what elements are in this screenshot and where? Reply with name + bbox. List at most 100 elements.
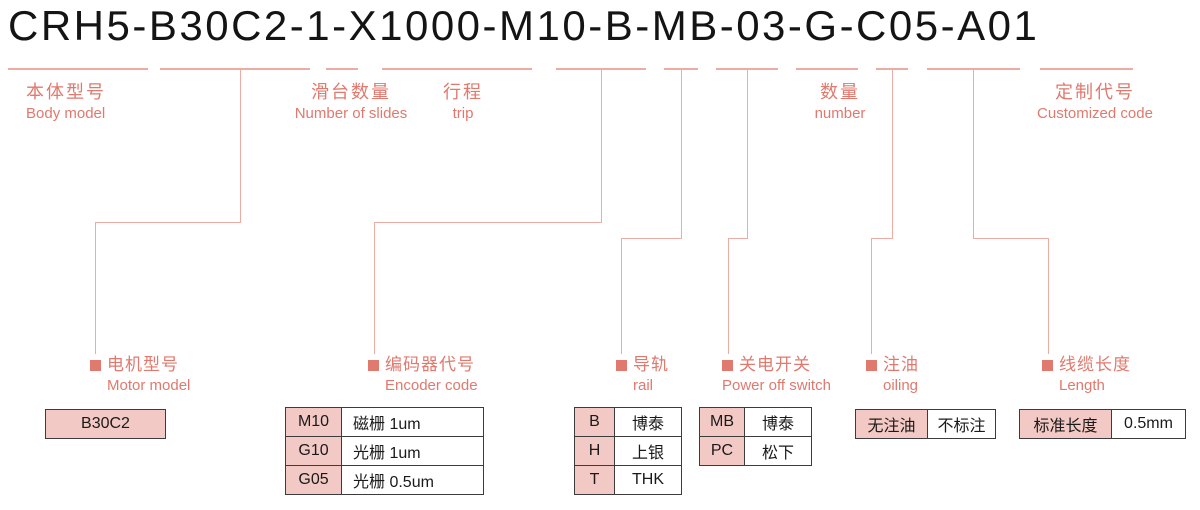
label-motor-model-en: Motor model — [107, 377, 191, 394]
table-cell: 松下 — [744, 436, 812, 466]
rail-table: B 博泰 H 上银 T THK — [574, 407, 682, 495]
connector-cable-elbow — [973, 238, 1049, 239]
label-cable-length-en: Length — [1059, 377, 1105, 394]
label-body-model-en: Body model — [26, 105, 106, 122]
connector-motor-drop — [240, 70, 241, 222]
table-cell: G10 — [285, 436, 342, 466]
table-cell: 无注油 — [855, 409, 928, 439]
table-row: H 上银 — [574, 436, 682, 466]
connector-encoder-drop — [601, 70, 602, 222]
label-customized-code: 定制代号 Customized code — [1022, 80, 1168, 124]
label-power-switch: 关电开关 Power off switch — [722, 354, 831, 396]
connector-rail-drop — [681, 70, 682, 238]
table-cell: THK — [614, 465, 682, 495]
power-switch-table: MB 博泰 PC 松下 — [699, 407, 812, 466]
connector-oiling-elbow — [871, 238, 893, 239]
table-cell: G05 — [285, 465, 342, 495]
bullet-square-icon — [90, 359, 101, 371]
table-row: B 博泰 — [574, 407, 682, 437]
encoder-code-table: M10 磁栅 1um G10 光栅 1um G05 光栅 0.5um — [285, 407, 484, 495]
label-body-model: 本体型号 Body model — [26, 80, 106, 124]
label-number-en: number — [814, 105, 866, 122]
table-cell: 博泰 — [744, 407, 812, 437]
table-cell: M10 — [285, 407, 342, 437]
label-power-switch-zh-text: 关电开关 — [739, 355, 811, 374]
label-motor-model: 电机型号 Motor model — [90, 354, 190, 396]
table-row: T THK — [574, 465, 682, 495]
table-cell: 博泰 — [614, 407, 682, 437]
underline-motor-model — [160, 68, 310, 70]
label-power-switch-en: Power off switch — [722, 377, 831, 394]
label-slide-count: 滑台数量 Number of slides — [278, 80, 424, 124]
connector-rail-elbow — [621, 238, 682, 239]
table-cell: PC — [699, 436, 745, 466]
table-cell: MB — [699, 407, 745, 437]
label-motor-model-zh-text: 电机型号 — [107, 355, 179, 374]
label-oiling-zh-text: 注油 — [883, 355, 919, 374]
table-row: G10 光栅 1um — [285, 436, 484, 466]
table-cell: 0.5mm — [1111, 409, 1186, 439]
bullet-square-icon — [368, 359, 379, 371]
label-trip: 行程 trip — [428, 80, 498, 124]
bullet-square-icon — [1042, 359, 1053, 371]
label-motor-model-zh: 电机型号 — [90, 354, 190, 376]
connector-motor-elbow — [95, 222, 241, 223]
label-number-zh: 数量 — [820, 82, 860, 102]
connector-encoder-elbow — [374, 222, 602, 223]
table-cell: 磁栅 1um — [341, 407, 484, 437]
table-cell: 不标注 — [927, 409, 996, 439]
table-row: B30C2 — [45, 409, 166, 439]
connector-rail-tail — [621, 238, 622, 354]
cable-length-table: 标准长度 0.5mm — [1019, 409, 1186, 439]
connector-power-elbow — [728, 238, 748, 239]
label-encoder-code-zh: 编码器代号 — [368, 354, 478, 376]
table-cell: T — [574, 465, 615, 495]
connector-oiling-drop — [892, 70, 893, 238]
underline-body-model — [8, 68, 148, 70]
label-rail: 导轨 rail — [616, 354, 669, 396]
label-power-switch-zh: 关电开关 — [722, 354, 831, 376]
underline-customized-code — [1040, 68, 1133, 70]
label-rail-zh: 导轨 — [616, 354, 669, 376]
label-oiling-zh: 注油 — [866, 354, 919, 376]
label-oiling-en: oiling — [883, 377, 919, 394]
label-customized-code-en: Customized code — [1037, 105, 1153, 122]
table-cell: B — [574, 407, 615, 437]
table-cell: 光栅 1um — [341, 436, 484, 466]
connector-power-drop — [747, 70, 748, 238]
table-cell: B30C2 — [45, 409, 166, 439]
bullet-square-icon — [616, 359, 627, 371]
connector-encoder-tail — [374, 222, 375, 354]
label-body-model-zh: 本体型号 — [26, 82, 106, 102]
underline-oiling — [876, 68, 908, 70]
label-cable-length-zh: 线缆长度 — [1042, 354, 1131, 376]
table-row: 标准长度 0.5mm — [1019, 409, 1186, 439]
label-rail-en: rail — [633, 377, 654, 394]
label-number: 数量 number — [806, 80, 874, 124]
bullet-square-icon — [722, 359, 733, 371]
label-rail-zh-text: 导轨 — [633, 355, 669, 374]
label-slide-count-en: Number of slides — [294, 105, 408, 122]
underline-slide-count — [326, 68, 358, 70]
underline-cable-length — [927, 68, 1020, 70]
underline-rail — [664, 68, 698, 70]
model-code-title: CRH5-B30C2-1-X1000-M10-B-MB-03-G-C05-A01 — [8, 2, 1040, 49]
label-trip-en: trip — [452, 105, 474, 122]
table-cell: H — [574, 436, 615, 466]
connector-motor-tail — [95, 222, 96, 354]
table-cell: 标准长度 — [1019, 409, 1112, 439]
underline-trip — [382, 68, 532, 70]
label-cable-length: 线缆长度 Length — [1042, 354, 1131, 396]
underline-encoder — [556, 68, 646, 70]
connector-cable-drop — [973, 70, 974, 238]
label-customized-code-zh: 定制代号 — [1055, 82, 1135, 102]
label-slide-count-zh: 滑台数量 — [311, 82, 391, 102]
label-encoder-code: 编码器代号 Encoder code — [368, 354, 478, 396]
table-cell: 上银 — [614, 436, 682, 466]
table-row: M10 磁栅 1um — [285, 407, 484, 437]
label-encoder-code-en: Encoder code — [385, 377, 478, 394]
label-trip-zh: 行程 — [443, 82, 483, 102]
underline-power-switch — [716, 68, 778, 70]
connector-cable-tail — [1048, 238, 1049, 354]
table-row: MB 博泰 — [699, 407, 812, 437]
